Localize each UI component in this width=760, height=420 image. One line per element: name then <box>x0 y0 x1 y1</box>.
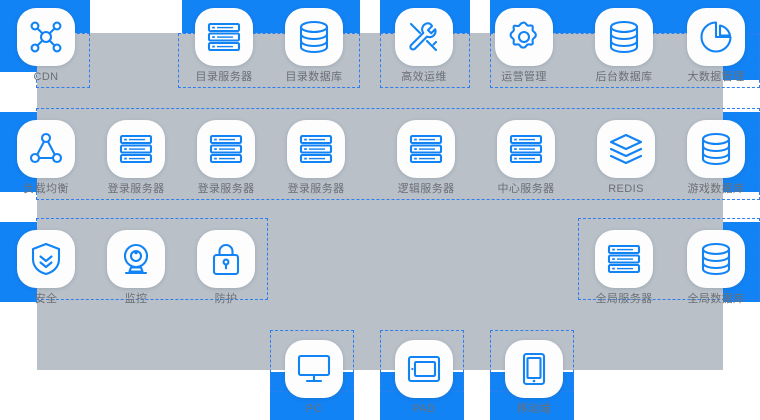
node-login-server-2[interactable]: 登录服务器 <box>194 120 258 196</box>
node-bigdata-mgmt[interactable]: 大数据管理 <box>684 8 748 84</box>
node-label-client-mobile: 移动端 <box>516 403 552 415</box>
node-label-backend-db: 后台数据库 <box>595 71 653 83</box>
node-label-global-server: 全局服务器 <box>595 293 653 305</box>
server-rack-icon <box>287 120 345 178</box>
server-rack-icon <box>397 120 455 178</box>
shield-icon <box>17 230 75 288</box>
node-label-security: 安全 <box>34 293 58 305</box>
node-label-cdn: CDN <box>33 71 59 83</box>
node-label-operation-mgmt: 运营管理 <box>501 71 547 83</box>
node-global-db[interactable]: 全局数据库 <box>684 230 748 306</box>
node-client-pad[interactable]: PAD <box>392 340 456 416</box>
camera-icon <box>107 230 165 288</box>
node-label-bigdata-mgmt: 大数据管理 <box>687 71 745 83</box>
node-label-redis: REDIS <box>608 183 644 195</box>
node-label-ops: 高效运维 <box>401 71 447 83</box>
node-client-mobile[interactable]: 移动端 <box>502 340 566 416</box>
layers-stack-icon <box>597 120 655 178</box>
node-center-server[interactable]: 中心服务器 <box>494 120 558 196</box>
node-login-server-1[interactable]: 登录服务器 <box>104 120 168 196</box>
server-rack-icon <box>195 8 253 66</box>
lock-icon <box>197 230 255 288</box>
architecture-backdrop-panel <box>37 33 723 370</box>
load-balancer-icon <box>17 120 75 178</box>
node-label-global-db: 全局数据库 <box>687 293 745 305</box>
database-icon <box>687 230 745 288</box>
node-label-protection: 防护 <box>214 293 238 305</box>
node-label-client-pad: PAD <box>412 403 436 415</box>
node-logic-server[interactable]: 逻辑服务器 <box>394 120 458 196</box>
pie-chart-icon <box>687 8 745 66</box>
node-backend-db[interactable]: 后台数据库 <box>592 8 656 84</box>
server-rack-icon <box>497 120 555 178</box>
node-redis[interactable]: REDIS <box>594 120 658 196</box>
database-icon <box>595 8 653 66</box>
node-protection[interactable]: 防护 <box>194 230 258 306</box>
node-operation-mgmt[interactable]: 运营管理 <box>492 8 556 84</box>
node-cdn[interactable]: CDN <box>14 8 78 84</box>
node-label-monitoring: 监控 <box>124 293 148 305</box>
smartphone-icon <box>505 340 563 398</box>
group-boundary-group-dir <box>178 33 360 88</box>
database-icon <box>285 8 343 66</box>
node-label-login-server-2: 登录服务器 <box>197 183 255 195</box>
node-global-server[interactable]: 全局服务器 <box>592 230 656 306</box>
server-rack-icon <box>595 230 653 288</box>
node-ops[interactable]: 高效运维 <box>392 8 456 84</box>
node-label-game-database: 游戏数据库 <box>687 183 745 195</box>
node-dir-server[interactable]: 目录服务器 <box>192 8 256 84</box>
desktop-monitor-icon <box>285 340 343 398</box>
node-label-login-server-3: 登录服务器 <box>287 183 345 195</box>
node-label-logic-server: 逻辑服务器 <box>397 183 455 195</box>
database-icon <box>687 120 745 178</box>
cdn-network-icon <box>17 8 75 66</box>
node-dir-database[interactable]: 目录数据库 <box>282 8 346 84</box>
tools-wrench-icon <box>395 8 453 66</box>
node-label-dir-database: 目录数据库 <box>285 71 343 83</box>
node-load-balance[interactable]: 负载均衡 <box>14 120 78 196</box>
node-label-center-server: 中心服务器 <box>497 183 555 195</box>
node-security[interactable]: 安全 <box>14 230 78 306</box>
node-label-dir-server: 目录服务器 <box>195 71 253 83</box>
node-monitoring[interactable]: 监控 <box>104 230 168 306</box>
node-login-server-3[interactable]: 登录服务器 <box>284 120 348 196</box>
server-rack-icon <box>107 120 165 178</box>
server-rack-icon <box>197 120 255 178</box>
node-game-database[interactable]: 游戏数据库 <box>684 120 748 196</box>
gear-icon <box>495 8 553 66</box>
tablet-icon <box>395 340 453 398</box>
node-label-load-balance: 负载均衡 <box>23 183 69 195</box>
node-label-client-pc: PC <box>305 403 323 415</box>
node-label-login-server-1: 登录服务器 <box>107 183 165 195</box>
node-client-pc[interactable]: PC <box>282 340 346 416</box>
